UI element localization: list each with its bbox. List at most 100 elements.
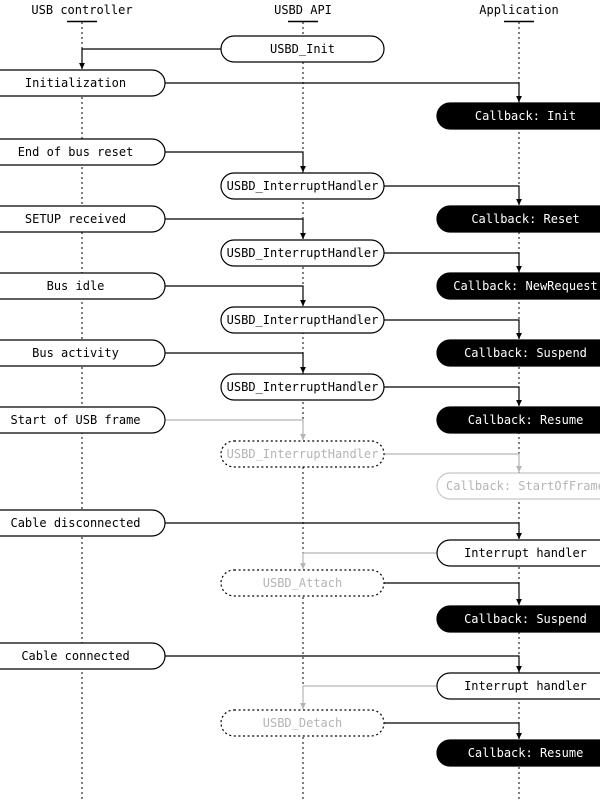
node-n10[interactable]: Callback: NewRequest <box>436 272 600 300</box>
node-n18[interactable]: Callback: StartOfFrame <box>436 472 600 500</box>
node-shape-n26[interactable] <box>436 739 600 767</box>
message-arrow-n17-to-n18 <box>384 453 522 473</box>
node-shape-n15[interactable] <box>0 406 166 434</box>
node-label-n17: USBD_InterruptHandler <box>227 447 379 461</box>
node-shape-n16[interactable] <box>436 406 600 434</box>
node-label-n20: Interrupt handler <box>464 546 587 560</box>
node-n5[interactable]: USBD_InterruptHandler <box>220 172 385 200</box>
node-label-n3: Callback: Init <box>475 109 576 123</box>
node-shape-n7[interactable] <box>436 205 600 233</box>
node-n19[interactable]: Cable disconnected <box>0 509 166 537</box>
node-shape-n18[interactable] <box>436 472 600 500</box>
node-label-n18: Callback: StartOfFrame <box>446 479 600 493</box>
node-shape-n13[interactable] <box>436 339 600 367</box>
node-label-n11: USBD_InterruptHandler <box>227 313 379 327</box>
node-n6[interactable]: SETUP received <box>0 205 166 233</box>
node-shape-n2[interactable] <box>0 69 166 97</box>
node-shape-n6[interactable] <box>0 205 166 233</box>
node-label-n16: Callback: Resume <box>468 413 584 427</box>
node-label-n19: Cable disconnected <box>10 516 140 530</box>
message-arrow-n5-to-n7 <box>384 185 522 206</box>
node-n3[interactable]: Callback: Init <box>436 102 600 130</box>
node-n21[interactable]: USBD_Attach <box>220 569 385 597</box>
node-shape-n3[interactable] <box>436 102 600 130</box>
node-shape-n10[interactable] <box>436 272 600 300</box>
node-label-n1: USBD_Init <box>270 42 335 56</box>
node-n25[interactable]: USBD_Detach <box>220 709 385 737</box>
node-shape-n20[interactable] <box>436 539 600 567</box>
node-label-n21: USBD_Attach <box>263 576 342 590</box>
node-n23[interactable]: Cable connected <box>0 642 166 670</box>
node-label-n13: Callback: Suspend <box>464 346 587 360</box>
node-shape-n19[interactable] <box>0 509 166 537</box>
message-arrow-n14-to-n16 <box>384 386 522 407</box>
node-shape-n4[interactable] <box>0 138 166 166</box>
node-shape-n21[interactable] <box>220 569 385 597</box>
node-n17[interactable]: USBD_InterruptHandler <box>220 440 385 468</box>
node-shape-n14[interactable] <box>220 373 385 401</box>
node-shape-n22[interactable] <box>436 605 600 633</box>
node-shape-n8[interactable] <box>220 239 385 267</box>
node-label-n4: End of bus reset <box>18 145 134 159</box>
message-arrow-n11-to-n13 <box>384 319 522 340</box>
node-shape-n9[interactable] <box>0 272 166 300</box>
node-n16[interactable]: Callback: Resume <box>436 406 600 434</box>
message-arrow-n20-to-n21 <box>300 552 437 570</box>
node-n11[interactable]: USBD_InterruptHandler <box>220 306 385 334</box>
node-label-n10: Callback: NewRequest <box>453 279 598 293</box>
message-arrow-n25-to-n26 <box>384 722 522 740</box>
node-label-n8: USBD_InterruptHandler <box>227 246 379 260</box>
node-n26[interactable]: Callback: Resume <box>436 739 600 767</box>
message-arrow-n15-to-n17 <box>165 419 306 441</box>
node-shape-n24[interactable] <box>436 672 600 700</box>
node-n9[interactable]: Bus idle <box>0 272 166 300</box>
message-arrow-n21-to-n22 <box>384 582 522 606</box>
message-arrow-n23-to-n24 <box>165 655 522 673</box>
node-shape-n1[interactable] <box>220 35 385 63</box>
node-label-n14: USBD_InterruptHandler <box>227 380 379 394</box>
node-label-n9: Bus idle <box>47 279 105 293</box>
node-n13[interactable]: Callback: Suspend <box>436 339 600 367</box>
node-label-n2: Initialization <box>25 76 126 90</box>
node-label-n23: Cable connected <box>21 649 129 663</box>
node-n1[interactable]: USBD_Init <box>220 35 385 63</box>
lifeline-usb_controller: USB controller <box>31 3 133 802</box>
node-label-n12: Bus activity <box>32 346 119 360</box>
node-shape-n5[interactable] <box>220 172 385 200</box>
node-shape-n12[interactable] <box>0 339 166 367</box>
node-n22[interactable]: Callback: Suspend <box>436 605 600 633</box>
message-arrow-n4-to-n5 <box>165 151 306 173</box>
node-n15[interactable]: Start of USB frame <box>0 406 166 434</box>
node-label-n26: Callback: Resume <box>468 746 584 760</box>
node-n4[interactable]: End of bus reset <box>0 138 166 166</box>
message-arrow-n9-to-n11 <box>165 285 306 307</box>
node-n7[interactable]: Callback: Reset <box>436 205 600 233</box>
message-arrow-n1-to-n2 <box>79 48 221 70</box>
node-n14[interactable]: USBD_InterruptHandler <box>220 373 385 401</box>
node-label-n22: Callback: Suspend <box>464 612 587 626</box>
node-label-n6: SETUP received <box>25 212 126 226</box>
message-arrow-n19-to-n20 <box>165 522 522 540</box>
node-label-n25: USBD_Detach <box>263 716 342 730</box>
node-shape-n11[interactable] <box>220 306 385 334</box>
node-shape-n25[interactable] <box>220 709 385 737</box>
node-label-n7: Callback: Reset <box>471 212 579 226</box>
node-shape-n17[interactable] <box>220 440 385 468</box>
lifeline-label-usbd_api: USBD API <box>274 3 332 17</box>
node-n2[interactable]: Initialization <box>0 69 166 97</box>
messages-layer <box>79 48 522 740</box>
message-arrow-n2-to-n3 <box>165 82 522 103</box>
node-n12[interactable]: Bus activity <box>0 339 166 367</box>
node-n24[interactable]: Interrupt handler <box>436 672 600 700</box>
node-n8[interactable]: USBD_InterruptHandler <box>220 239 385 267</box>
node-shape-n23[interactable] <box>0 642 166 670</box>
message-arrow-n12-to-n14 <box>165 352 306 374</box>
node-n20[interactable]: Interrupt handler <box>436 539 600 567</box>
lifeline-label-application: Application <box>479 3 558 17</box>
lifeline-label-usb_controller: USB controller <box>31 3 132 17</box>
node-label-n5: USBD_InterruptHandler <box>227 179 379 193</box>
lifeline-usbd_api: USBD API <box>274 3 332 802</box>
